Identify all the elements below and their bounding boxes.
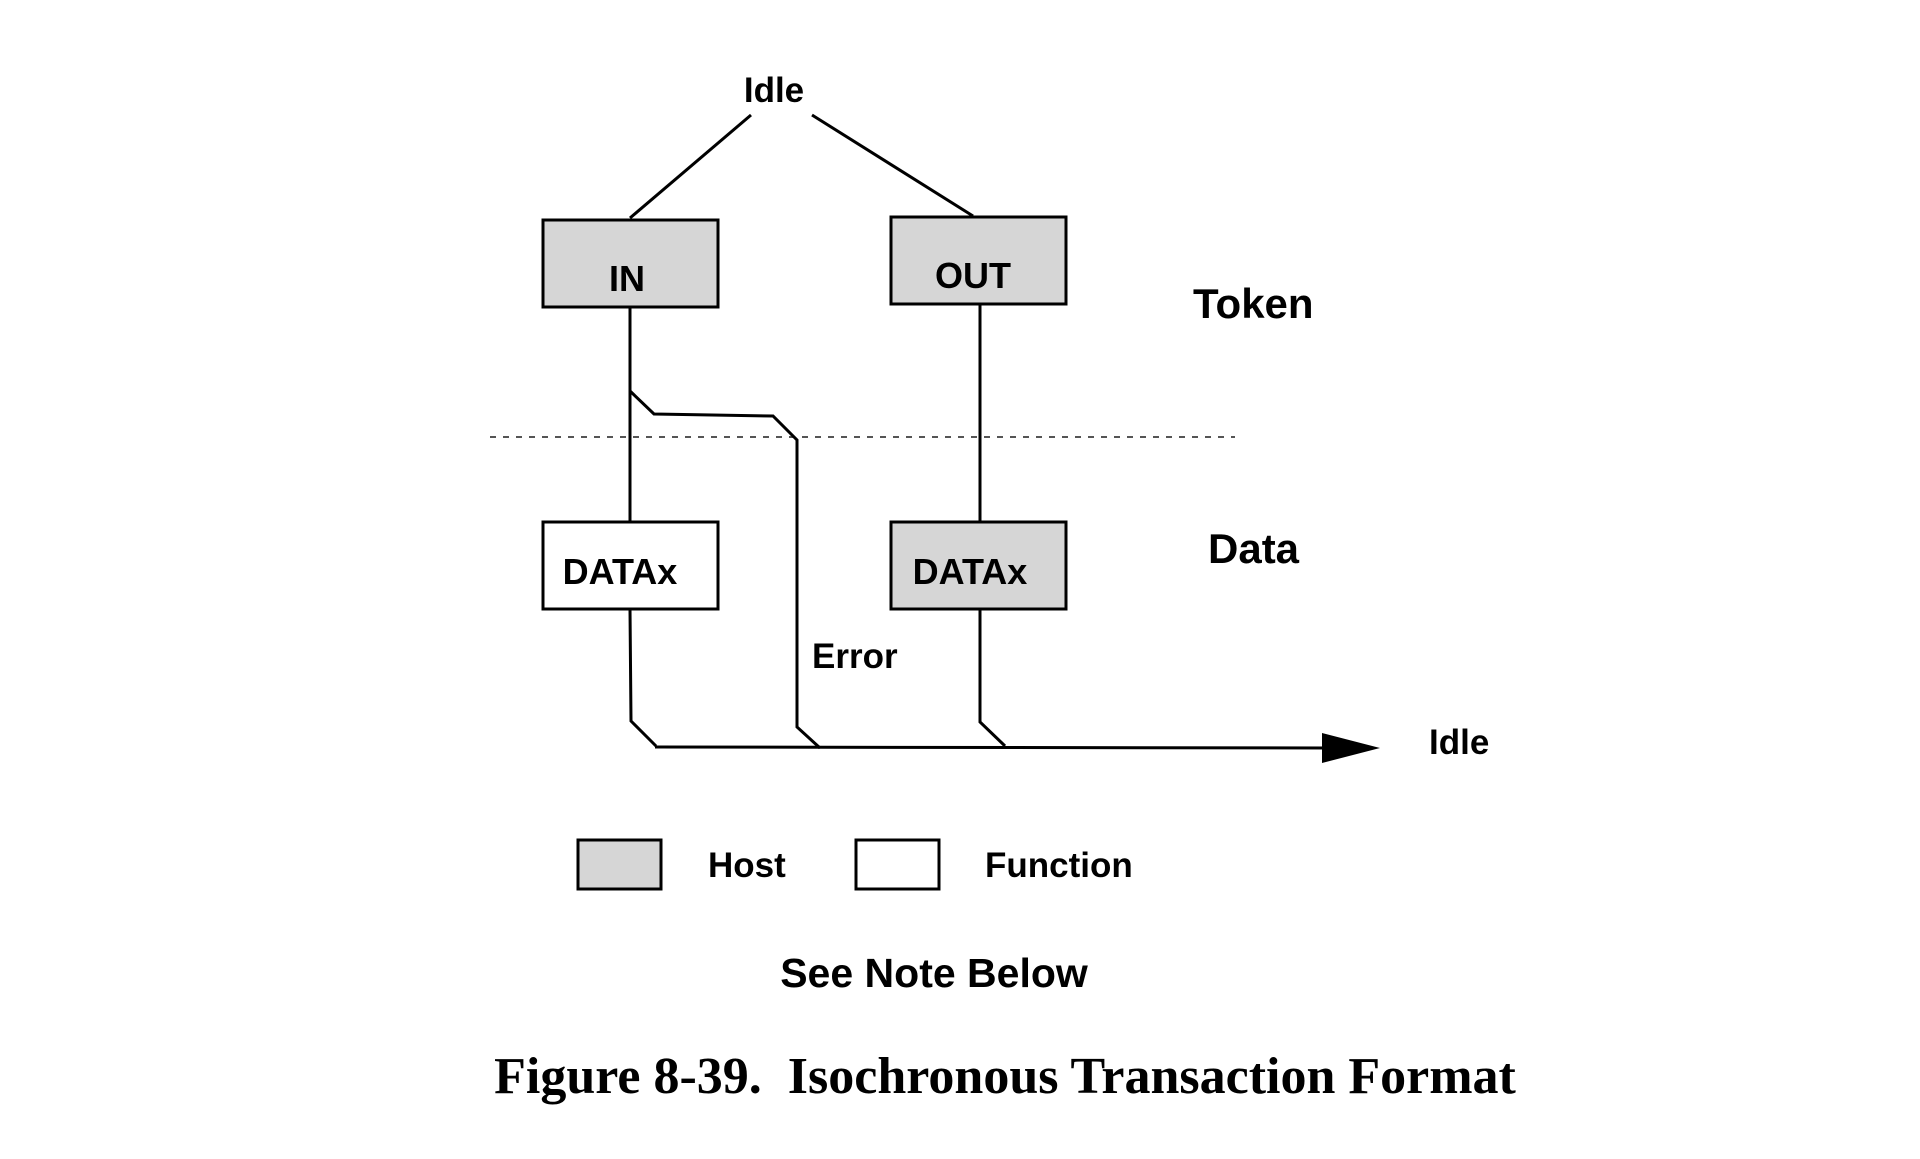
end-idle-line bbox=[654, 745, 1331, 750]
data-phase-label: Data bbox=[1208, 525, 1300, 572]
note-text: See Note Below bbox=[780, 950, 1088, 996]
in-token-box bbox=[541, 218, 720, 309]
out-token-label: OUT bbox=[935, 255, 1011, 296]
in-data-label: DATAx bbox=[563, 551, 678, 592]
in-token-label: IN bbox=[609, 258, 645, 299]
end-idle-arrowhead bbox=[1322, 733, 1380, 763]
out-data-to-idle-line bbox=[978, 609, 1007, 748]
in-data-box bbox=[541, 520, 720, 611]
token-phase-label: Token bbox=[1193, 280, 1314, 327]
error-label: Error bbox=[812, 637, 898, 676]
idle-start-label: Idle bbox=[744, 71, 804, 110]
legend-function-swatch bbox=[854, 838, 941, 891]
error-path bbox=[628, 389, 822, 750]
idle-end-label: Idle bbox=[1429, 723, 1489, 762]
legend-function-label: Function bbox=[985, 846, 1133, 885]
idle-to-in-line bbox=[629, 113, 752, 220]
out-token-box bbox=[889, 215, 1068, 306]
legend-host-swatch bbox=[576, 838, 663, 891]
out-data-label: DATAx bbox=[913, 551, 1028, 592]
figure-caption: Figure 8-39. Isochronous Transaction For… bbox=[494, 1048, 1516, 1105]
legend-host-label: Host bbox=[708, 846, 786, 885]
idle-to-out-line bbox=[811, 113, 974, 218]
in-data-to-idle-line bbox=[628, 608, 658, 748]
